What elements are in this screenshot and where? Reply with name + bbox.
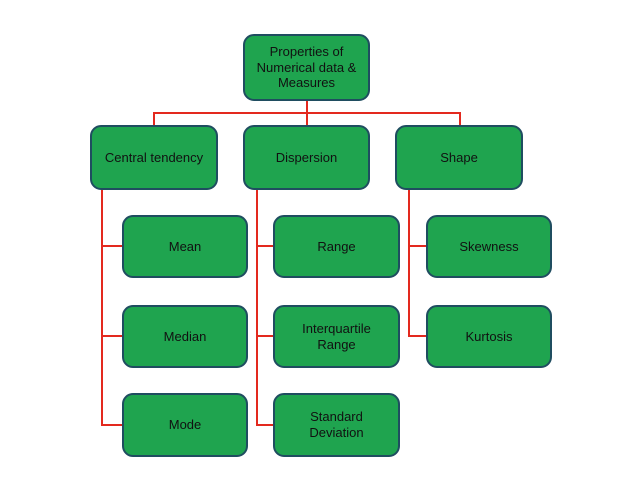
connector-stub-mean [101, 245, 122, 247]
connector-drop-shape [459, 112, 461, 125]
node-central-tendency: Central tendency [90, 125, 218, 190]
connector-central-tendency-vertical [101, 190, 103, 426]
node-root: Properties of Numerical data & Measures [243, 34, 370, 101]
connector-drop-dispersion [306, 112, 308, 125]
node-standard-deviation: Standard Deviation [273, 393, 400, 457]
node-median: Median [122, 305, 248, 368]
node-interquartile-range: Interquartile Range [273, 305, 400, 368]
connector-stub-skewness [408, 245, 426, 247]
connector-dispersion-vertical [256, 190, 258, 426]
connector-stub-kurtosis [408, 335, 426, 337]
connector-root-stem [306, 101, 308, 114]
connector-drop-central-tendency [153, 112, 155, 125]
node-shape: Shape [395, 125, 523, 190]
node-mode: Mode [122, 393, 248, 457]
node-kurtosis: Kurtosis [426, 305, 552, 368]
connector-stub-standard-deviation [256, 424, 273, 426]
connector-stub-mode [101, 424, 122, 426]
connector-stub-range [256, 245, 273, 247]
node-mean: Mean [122, 215, 248, 278]
connector-shape-vertical [408, 190, 410, 337]
connector-stub-median [101, 335, 122, 337]
node-dispersion: Dispersion [243, 125, 370, 190]
node-range: Range [273, 215, 400, 278]
node-skewness: Skewness [426, 215, 552, 278]
connector-stub-interquartile-range [256, 335, 273, 337]
